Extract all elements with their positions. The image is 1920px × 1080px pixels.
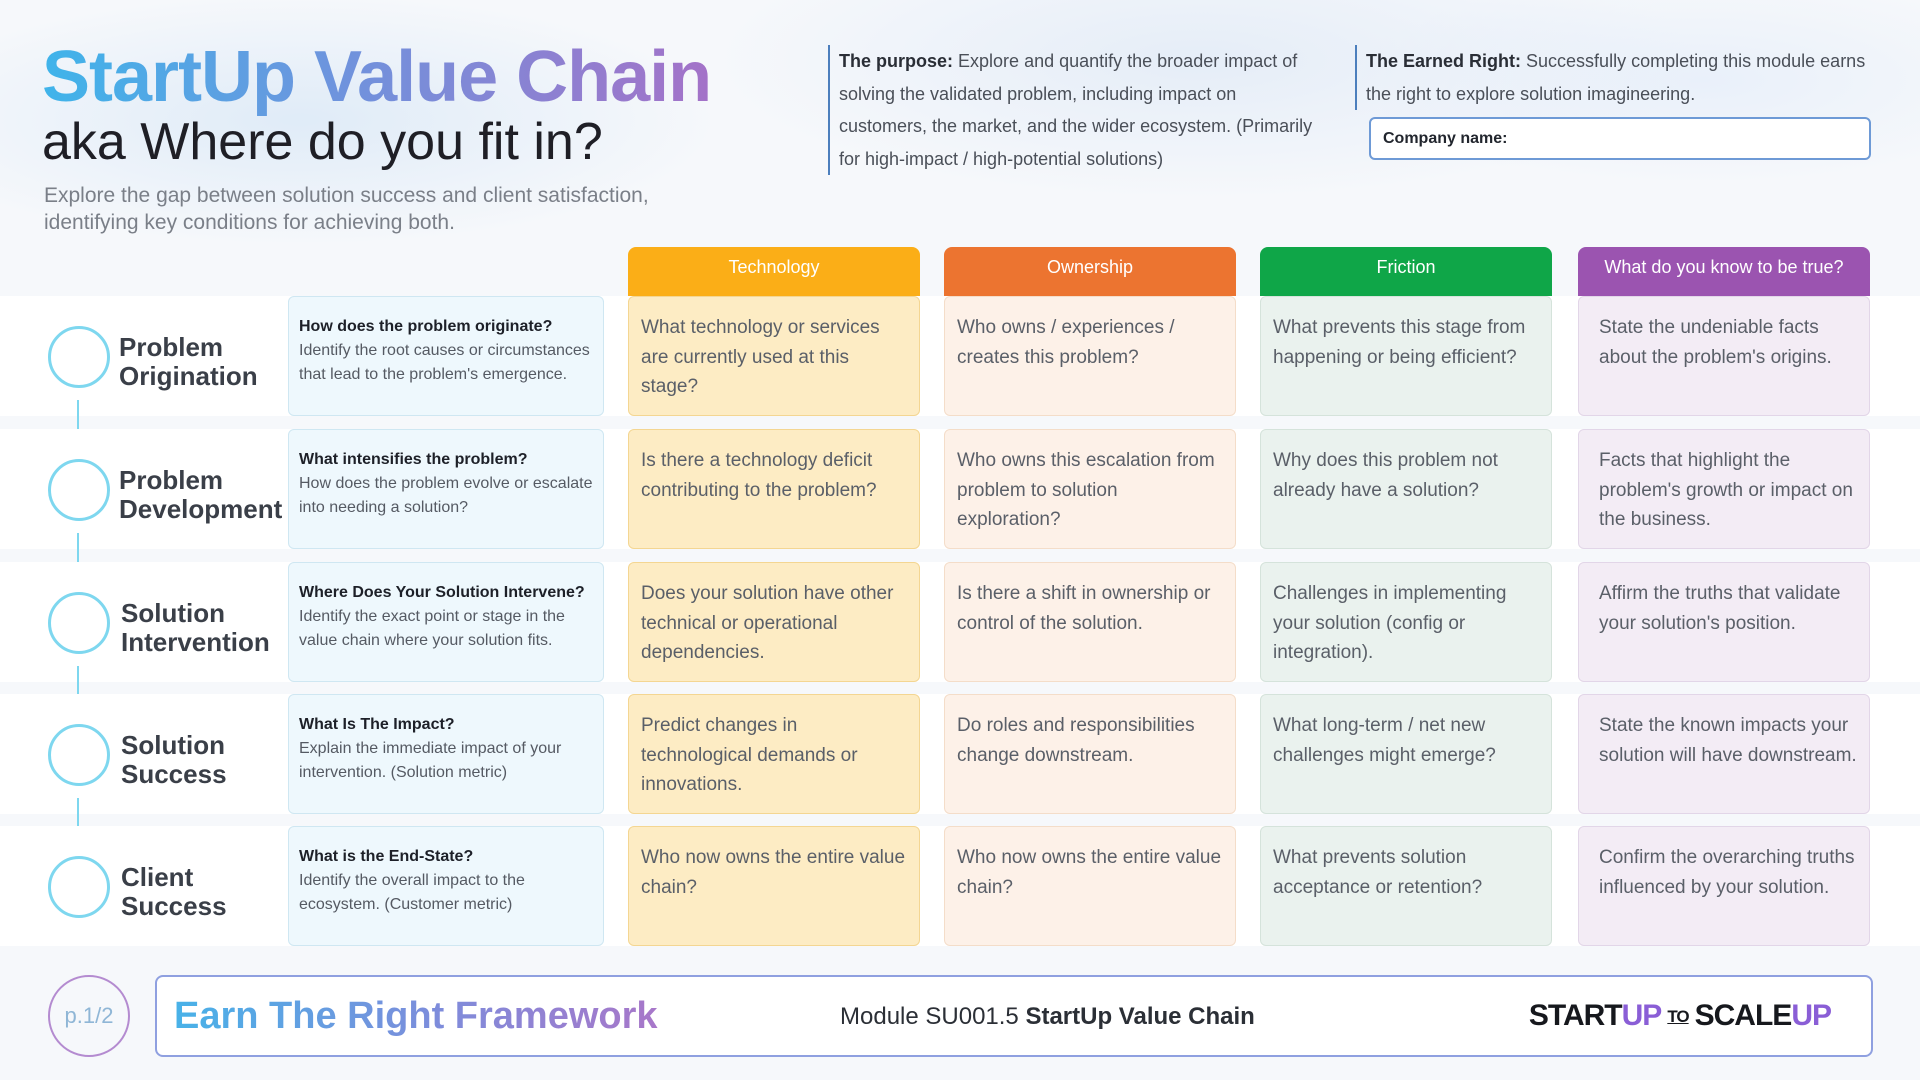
stage-circle-icon [48, 856, 110, 918]
question-title: What Is The Impact? [299, 716, 455, 733]
cell-friction[interactable]: What prevents this stage from happening … [1260, 296, 1552, 416]
module-name: StartUp Value Chain [1025, 1003, 1255, 1030]
cell-know[interactable]: State the known impacts your solution wi… [1578, 694, 1870, 814]
cell-know[interactable]: State the undeniable facts about the pro… [1578, 296, 1870, 416]
cell-technology[interactable]: What technology or services are currentl… [628, 296, 920, 416]
question-title: Where Does Your Solution Intervene? [299, 584, 585, 601]
question-title: How does the problem originate? [299, 318, 553, 335]
logo-scale: SCALE [1694, 999, 1793, 1032]
column-header-friction: Friction [1260, 247, 1552, 299]
column-header-know: What do you know to be true? [1578, 247, 1870, 299]
cell-technology[interactable]: Does your solution have other technical … [628, 562, 920, 682]
cell-know[interactable]: Affirm the truths that validate your sol… [1578, 562, 1870, 682]
cell-technology[interactable]: Is there a technology deficit contributi… [628, 429, 920, 549]
question-card: What is the End-State? Identify the overa… [288, 826, 604, 946]
down-arrow-icon [77, 666, 79, 702]
question-title: What is the End-State? [299, 848, 474, 865]
stage-label: Solution Success [121, 730, 227, 789]
cell-friction[interactable]: Challenges in implementing your solution… [1260, 562, 1552, 682]
logo-start: START [1528, 999, 1623, 1032]
question-detail: Identify the exact point or stage in the… [299, 608, 565, 649]
logo-up-2: UP [1791, 999, 1832, 1032]
cell-ownership[interactable]: Who owns / experiences / creates this pr… [944, 296, 1236, 416]
cell-technology[interactable]: Who now owns the entire value chain? [628, 826, 920, 946]
question-card: What intensifies the problem? How does th… [288, 429, 604, 549]
cell-ownership[interactable]: Is there a shift in ownership or control… [944, 562, 1236, 682]
framework-title: Earn The Right Framework [174, 995, 658, 1037]
question-detail: How does the problem evolve or escalate … [299, 475, 593, 516]
intro-text: Explore the gap between solution success… [44, 184, 649, 234]
logo-to: TO [1667, 1007, 1689, 1027]
company-name-label: Company name: [1383, 130, 1508, 147]
stage-circle-icon [48, 724, 110, 786]
column-header-technology: Technology [628, 247, 920, 299]
purpose-label: The purpose: [839, 51, 954, 71]
cell-friction[interactable]: What prevents solution acceptance or ret… [1260, 826, 1552, 946]
cell-friction[interactable]: What long-term / net new challenges migh… [1260, 694, 1552, 814]
stage-label: Client Success [121, 862, 227, 921]
earned-right-label: The Earned Right: [1366, 51, 1522, 71]
question-card: What Is The Impact? Explain the immediate… [288, 694, 604, 814]
cell-technology[interactable]: Predict changes in technological demands… [628, 694, 920, 814]
stage-circle-icon [48, 592, 110, 654]
down-arrow-icon [77, 533, 79, 569]
page-title: StartUp Value Chain [42, 37, 712, 117]
question-detail: Identify the root causes or circumstance… [299, 342, 590, 383]
cell-know[interactable]: Facts that highlight the problem's growt… [1578, 429, 1870, 549]
purpose-text: Explore and quantify the broader impact … [839, 51, 1313, 169]
down-arrow-icon [77, 400, 79, 436]
earned-right-block: The Earned Right: Successfully completin… [1355, 45, 1875, 110]
down-arrow-icon [77, 798, 79, 834]
question-detail: Identify the overall impact to the ecosy… [299, 872, 525, 913]
page-indicator: p.1/2 [48, 975, 130, 1057]
column-header-ownership: Ownership [944, 247, 1236, 299]
cell-friction[interactable]: Why does this problem not already have a… [1260, 429, 1552, 549]
stage-label: Problem Development [119, 465, 283, 524]
company-name-field[interactable]: Company name: [1369, 117, 1871, 160]
logo-up: UP [1621, 999, 1663, 1032]
footer-bar: Earn The Right Framework Module SU001.5 … [155, 975, 1873, 1057]
cell-ownership[interactable]: Who now owns the entire value chain? [944, 826, 1236, 946]
question-card: How does the problem originate? Identify … [288, 296, 604, 416]
stage-label: Solution Intervention [121, 598, 270, 657]
cell-ownership[interactable]: Do roles and responsibilities change dow… [944, 694, 1236, 814]
page-subtitle: aka Where do you fit in? [42, 113, 603, 171]
stage-label: Problem Origination [119, 332, 258, 391]
earned-right-text: Successfully completing this module earn… [1366, 51, 1866, 104]
stage-circle-icon [48, 326, 110, 388]
stage-circle-icon [48, 459, 110, 521]
question-card: Where Does Your Solution Intervene? Ident… [288, 562, 604, 682]
question-title: What intensifies the problem? [299, 451, 528, 468]
cell-know[interactable]: Confirm the overarching truths influence… [1578, 826, 1870, 946]
module-code: Module SU001.5 [840, 1003, 1019, 1030]
question-detail: Explain the immediate impact of your int… [299, 740, 562, 781]
module-label: Module SU001.5 StartUp Value Chain [840, 1003, 1255, 1031]
cell-ownership[interactable]: Who owns this escalation from problem to… [944, 429, 1236, 549]
purpose-block: The purpose: Explore and quantify the br… [828, 45, 1328, 175]
header: StartUp Value Chain aka Where do you fit… [0, 0, 1920, 300]
